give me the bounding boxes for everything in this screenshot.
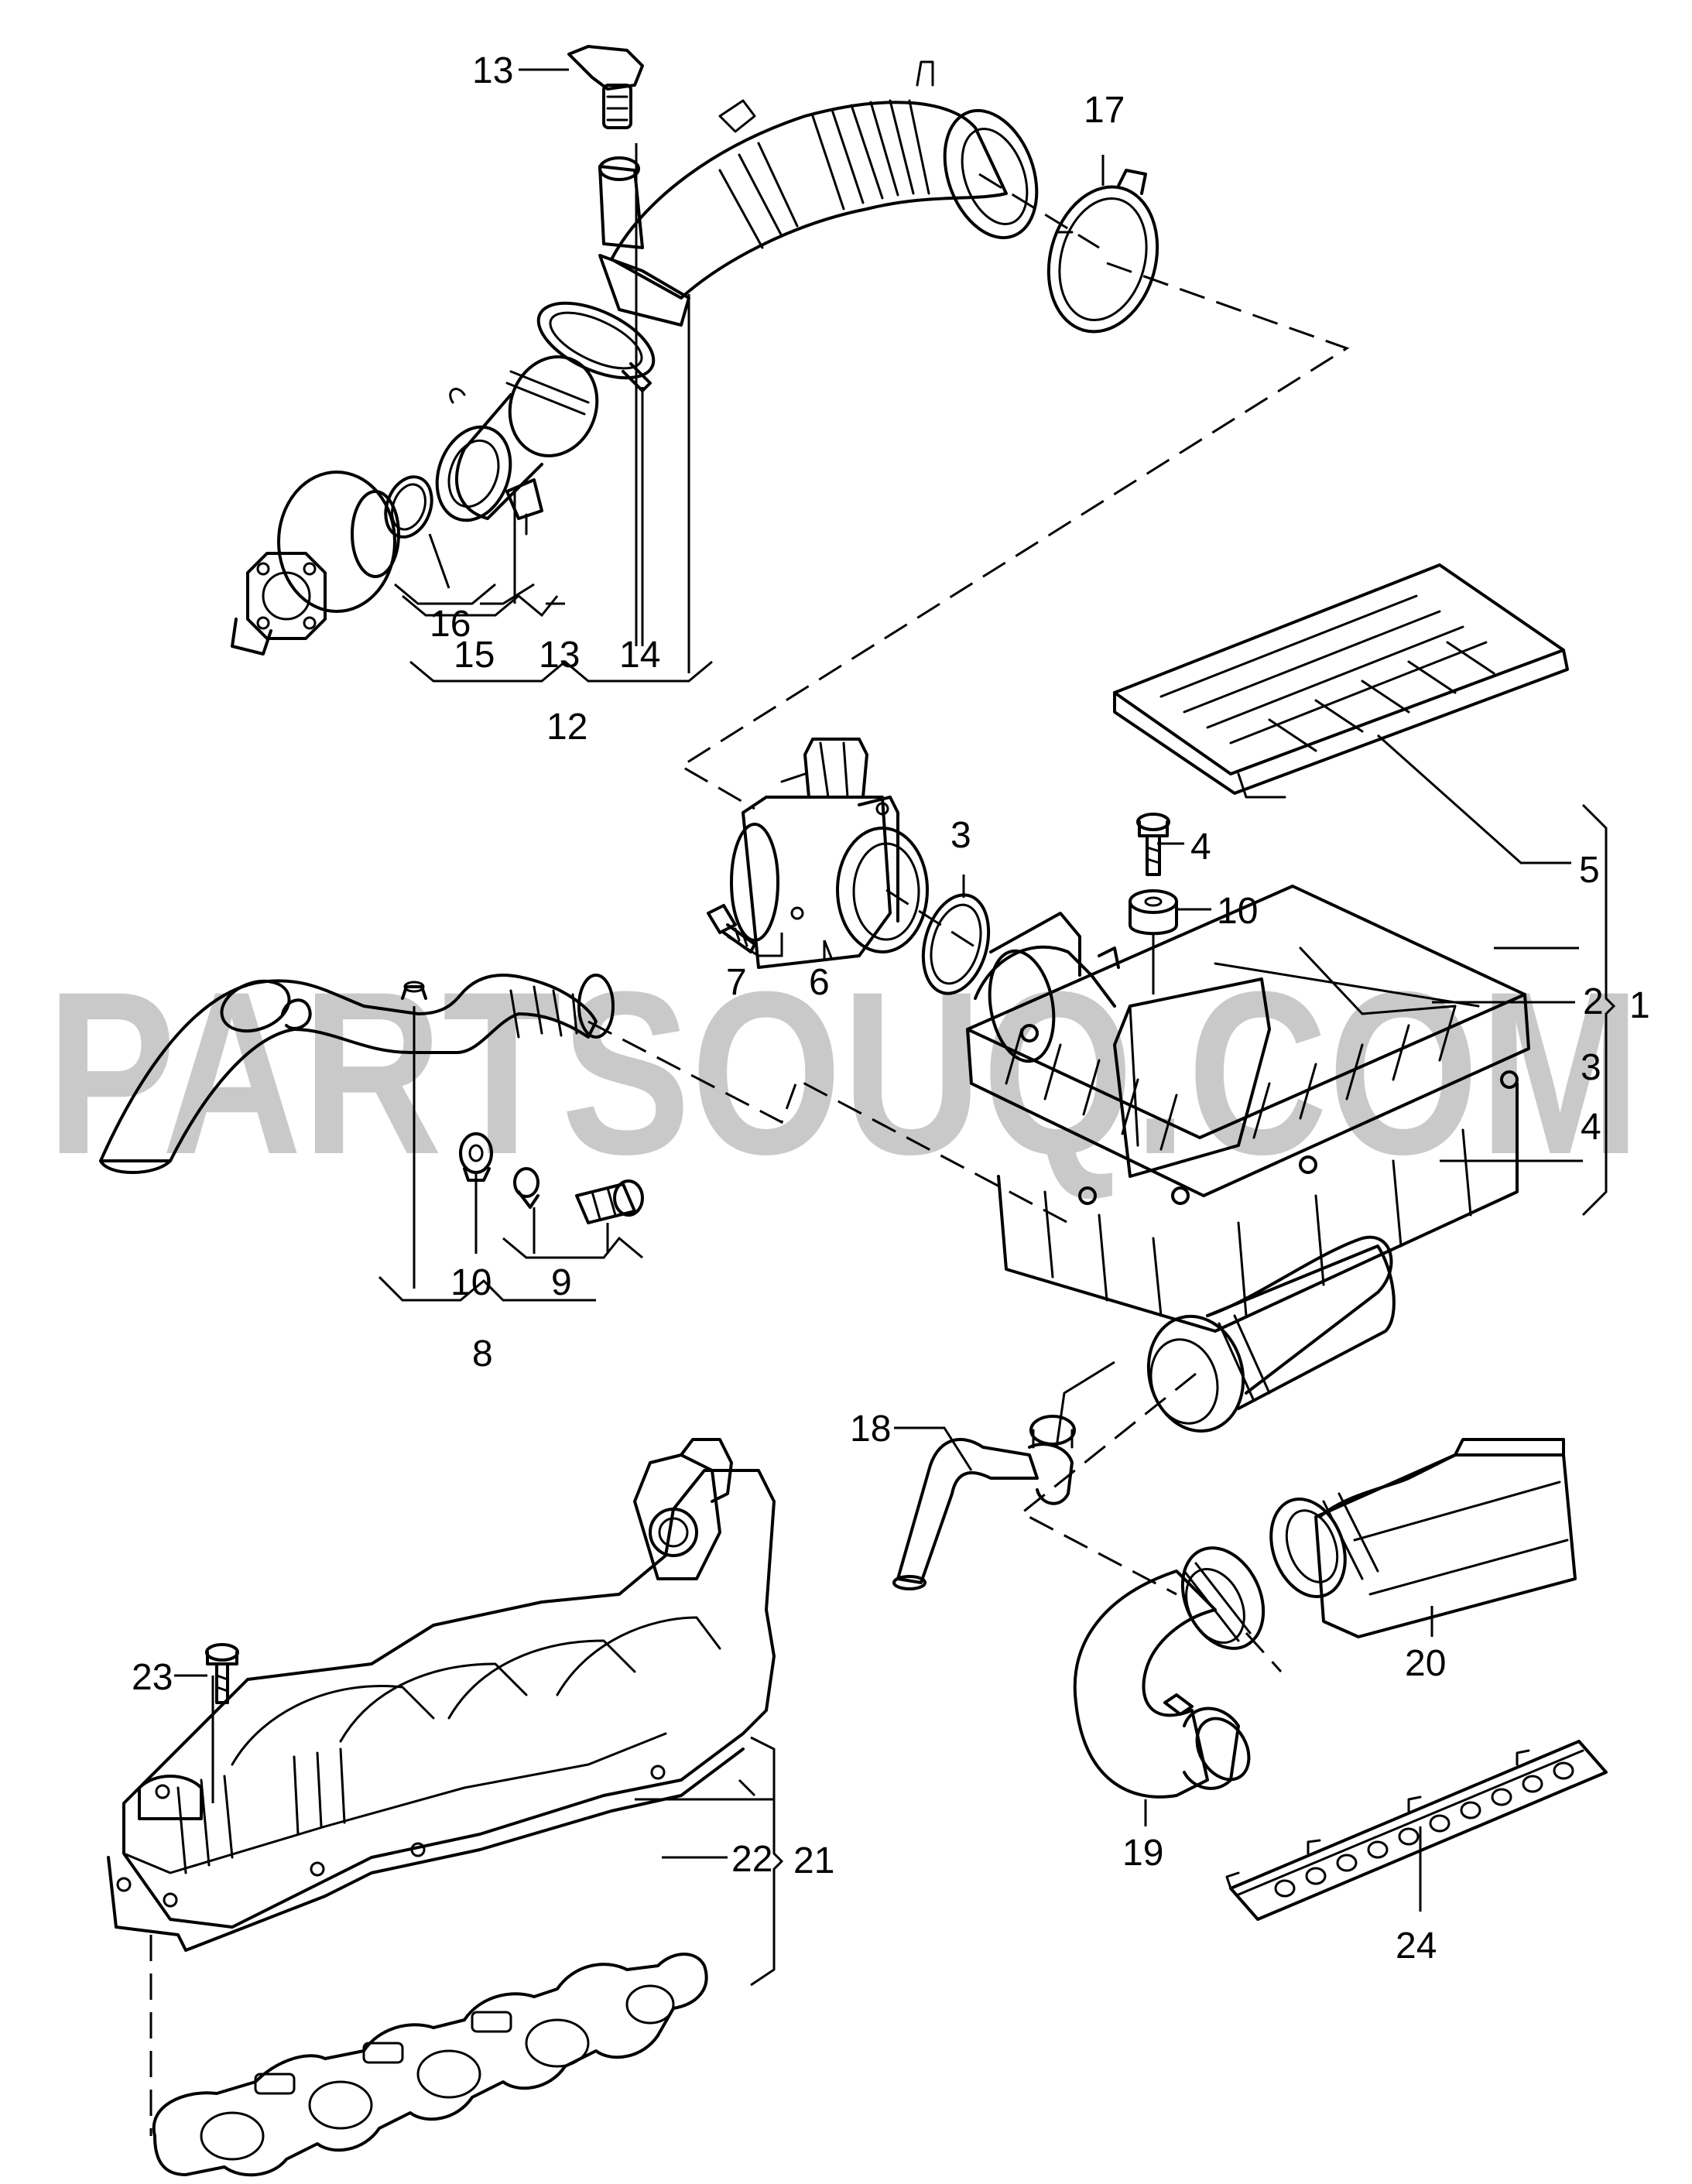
callout-12: 12 bbox=[546, 707, 587, 748]
turbocharger-flange bbox=[231, 471, 400, 656]
hose-clip-tab bbox=[718, 99, 756, 133]
air-duct-20 bbox=[1269, 1438, 1577, 1638]
intake-manifold-21 bbox=[107, 1438, 776, 1952]
tee-stub-opening bbox=[598, 156, 640, 181]
manifold-gasket-22 bbox=[152, 1953, 708, 2177]
callout-10-lower: 10 bbox=[450, 1262, 492, 1303]
callout-13: 13 bbox=[472, 50, 513, 91]
crankcase-vent-hose bbox=[99, 974, 615, 1174]
callout-4: 4 bbox=[1190, 827, 1211, 868]
hose-corrugations bbox=[718, 99, 930, 249]
callout-10: 10 bbox=[1217, 891, 1258, 932]
callout-3: 3 bbox=[950, 815, 971, 856]
housing-bolt bbox=[1171, 1186, 1190, 1205]
grommet-10 bbox=[1129, 889, 1178, 936]
callout-21: 21 bbox=[793, 1840, 834, 1881]
mass-air-flow-meter bbox=[730, 738, 929, 969]
hose-tee-stub bbox=[598, 165, 644, 249]
air-filter-element bbox=[1113, 563, 1569, 799]
bolt-4 bbox=[1136, 813, 1170, 876]
callout-24: 24 bbox=[1396, 1926, 1437, 1967]
gasket-strip-24 bbox=[1225, 1740, 1608, 1921]
bolt-23 bbox=[205, 1643, 239, 1704]
dashed-connection-lines bbox=[149, 173, 1350, 2136]
drain-hose-18 bbox=[892, 1415, 1076, 1590]
housing-outlet-pipe bbox=[1146, 1244, 1396, 1433]
callout-14: 14 bbox=[619, 635, 660, 676]
bolt-9 bbox=[575, 1179, 644, 1224]
washer-9 bbox=[513, 1167, 539, 1209]
housing-bolt bbox=[1020, 1024, 1039, 1042]
intake-hose-assembly bbox=[598, 60, 1039, 327]
callout-18: 18 bbox=[850, 1409, 891, 1450]
callout-labels: 13 17 16 15 13 14 12 3 4 10 5 2 1 3 4 6 … bbox=[132, 50, 1650, 1967]
callout-4-group: 4 bbox=[1581, 1107, 1601, 1148]
intake-elbow-19 bbox=[1073, 1546, 1266, 1799]
intake-bend-hose bbox=[610, 101, 1008, 300]
housing-bolt bbox=[1299, 1155, 1317, 1174]
o-ring-3 bbox=[921, 893, 991, 995]
connecting-pipe-15 bbox=[435, 355, 599, 536]
callout-9: 9 bbox=[551, 1262, 572, 1303]
hose-clamp-17 bbox=[1046, 169, 1159, 334]
pressure-sensor bbox=[567, 45, 644, 129]
callout-15: 15 bbox=[454, 635, 495, 676]
hose-clamp-14 bbox=[536, 301, 656, 392]
callout-16: 16 bbox=[430, 604, 471, 645]
housing-bolt bbox=[1078, 1186, 1097, 1205]
callout-7: 7 bbox=[726, 962, 747, 1003]
callout-8: 8 bbox=[472, 1333, 493, 1374]
callout-17: 17 bbox=[1084, 90, 1125, 131]
callout-13-group: 13 bbox=[539, 635, 580, 676]
leader-lines bbox=[174, 68, 1616, 1987]
callout-22: 22 bbox=[731, 1839, 772, 1880]
callout-5: 5 bbox=[1579, 850, 1600, 891]
callout-20: 20 bbox=[1405, 1643, 1446, 1684]
housing-bolt bbox=[1500, 1070, 1519, 1089]
callout-19: 19 bbox=[1122, 1833, 1163, 1874]
callout-2: 2 bbox=[1583, 981, 1604, 1022]
hose-outlet-ring bbox=[943, 108, 1039, 240]
callout-3-group: 3 bbox=[1581, 1047, 1601, 1088]
callout-6: 6 bbox=[809, 962, 830, 1003]
callout-1: 1 bbox=[1629, 985, 1650, 1026]
callout-23: 23 bbox=[132, 1657, 173, 1698]
